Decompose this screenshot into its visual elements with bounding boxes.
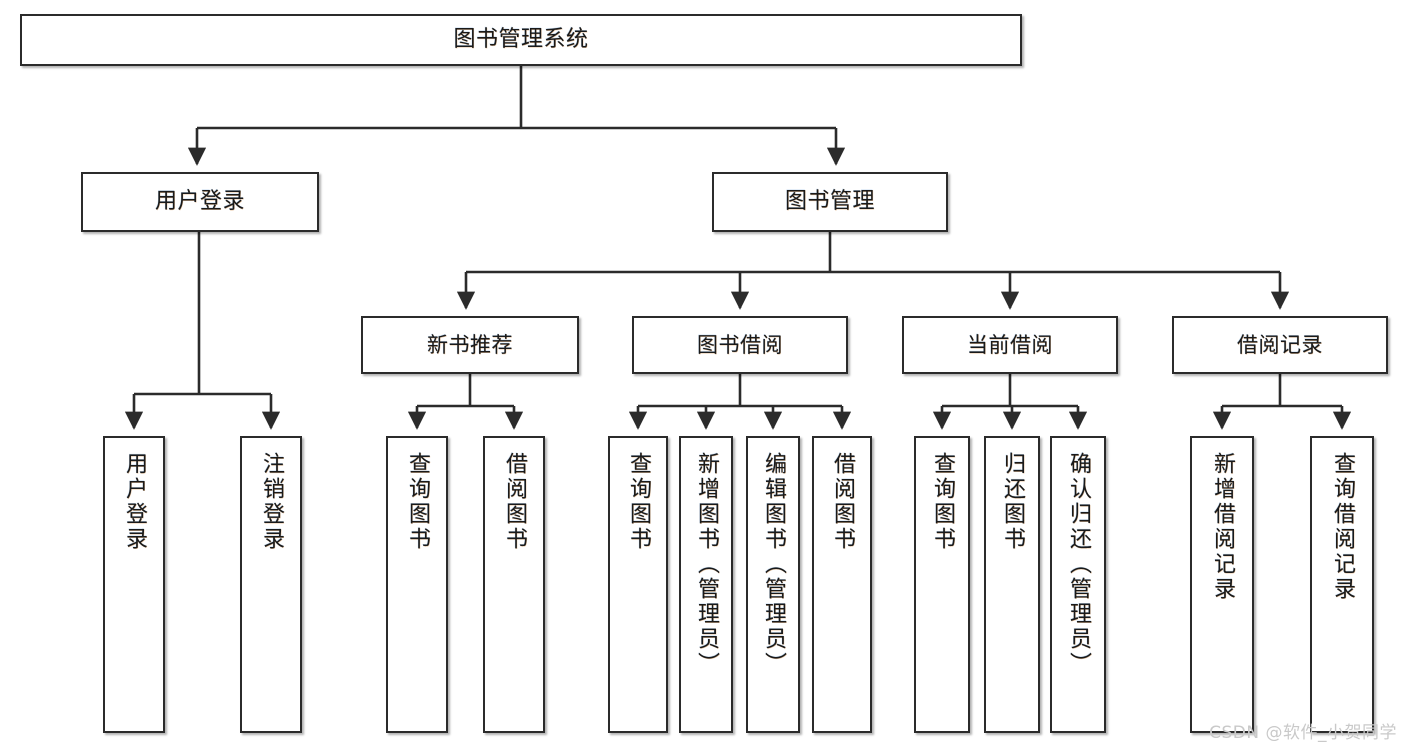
node-label-leaf-borrowbook2: 借阅图书 [830,452,855,552]
node-login[interactable]: 用户登录 [81,172,319,232]
node-label-records: 借阅记录 [1237,332,1323,357]
node-leaf-login[interactable]: 用户登录 [103,436,165,733]
node-label-leaf-addrecord: 新增借阅记录 [1210,452,1235,602]
node-newbooks[interactable]: 新书推荐 [361,316,579,374]
node-leaf-querybook2[interactable]: 查询图书 [608,436,668,733]
watermark-text: CSDN @软件_小贺同学 [1209,723,1397,743]
node-leaf-borrowbook1[interactable]: 借阅图书 [483,436,545,733]
node-label-login: 用户登录 [154,189,245,215]
node-label-newbooks: 新书推荐 [427,332,513,357]
node-leaf-logout[interactable]: 注销登录 [240,436,302,733]
node-leaf-borrowbook2[interactable]: 借阅图书 [812,436,872,733]
node-leaf-confirm[interactable]: 确认归还（管理员） [1050,436,1106,733]
node-label-leaf-borrowbook1: 借阅图书 [502,452,527,552]
node-label-leaf-login: 用户登录 [122,452,147,552]
node-label-leaf-addbook: 新增图书（管理员） [694,452,719,677]
node-label-leaf-querybook1: 查询图书 [405,452,430,552]
node-current[interactable]: 当前借阅 [902,316,1118,374]
node-label-leaf-querybook3: 查询图书 [930,452,955,552]
node-leaf-querybook1[interactable]: 查询图书 [386,436,448,733]
node-bookmgmt[interactable]: 图书管理 [712,172,948,232]
node-label-bookmgmt: 图书管理 [784,189,875,215]
node-label-current: 当前借阅 [967,332,1053,357]
node-borrow[interactable]: 图书借阅 [632,316,848,374]
node-label-leaf-editbook: 编辑图书（管理员） [761,452,786,677]
node-leaf-addbook[interactable]: 新增图书（管理员） [679,436,733,733]
node-records[interactable]: 借阅记录 [1172,316,1388,374]
node-label-borrow: 图书借阅 [697,332,783,357]
node-leaf-editbook[interactable]: 编辑图书（管理员） [746,436,800,733]
node-leaf-querybook3[interactable]: 查询图书 [914,436,970,733]
node-leaf-queryrecord[interactable]: 查询借阅记录 [1310,436,1374,733]
node-leaf-returnbook[interactable]: 归还图书 [984,436,1040,733]
node-root[interactable]: 图书管理系统 [20,14,1022,66]
node-label-leaf-confirm: 确认归还（管理员） [1066,452,1091,677]
node-label-root: 图书管理系统 [453,27,589,53]
node-label-leaf-querybook2: 查询图书 [626,452,651,552]
node-leaf-addrecord[interactable]: 新增借阅记录 [1190,436,1254,733]
node-label-leaf-logout: 注销登录 [259,452,284,552]
node-label-leaf-queryrecord: 查询借阅记录 [1330,452,1355,602]
node-label-leaf-returnbook: 归还图书 [1000,452,1025,552]
